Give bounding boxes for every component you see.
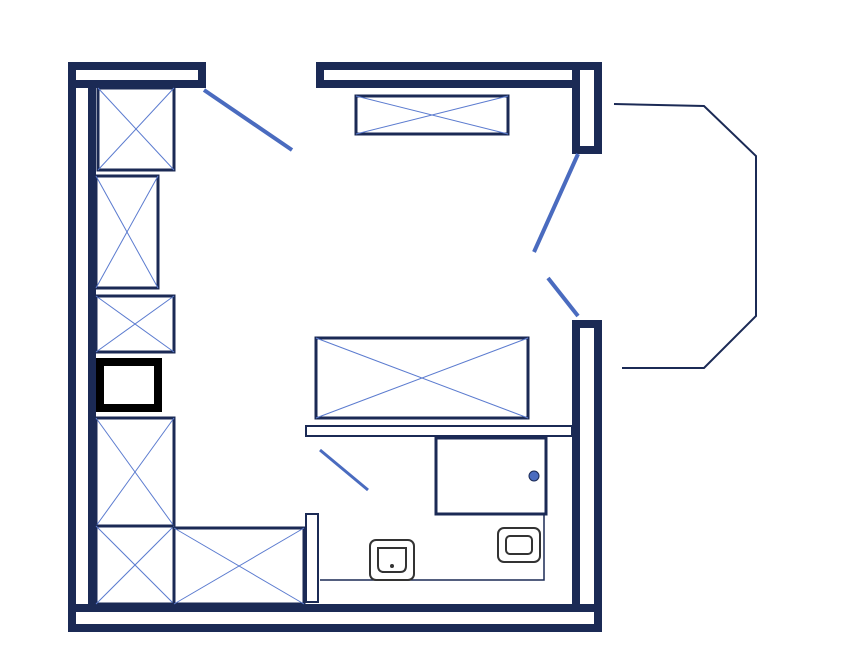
outer-walls xyxy=(68,62,602,632)
kitchen-cabinet-1 xyxy=(96,86,176,172)
kitchen-counter-bottom xyxy=(172,526,306,606)
kitchen-cabinet-4 xyxy=(94,416,176,528)
bathroom-door[interactable] xyxy=(319,448,369,492)
bathroom-partition-top xyxy=(305,425,573,437)
kitchen-cabinet-5 xyxy=(94,524,176,606)
wall-cabinet-top xyxy=(354,94,510,136)
balcony-door-upper[interactable] xyxy=(532,153,580,253)
shower-tray xyxy=(434,436,548,516)
bathroom xyxy=(305,425,573,603)
sink xyxy=(497,527,541,563)
bed-or-table xyxy=(314,336,530,420)
toilet xyxy=(369,539,415,581)
doors xyxy=(202,88,580,492)
drain-icon xyxy=(528,470,540,482)
bathroom-partition-left xyxy=(305,513,319,603)
kitchen-cabinets xyxy=(94,86,306,606)
entrance-door[interactable] xyxy=(202,88,294,152)
bay-window-annex xyxy=(613,103,757,369)
oven xyxy=(96,358,162,412)
kitchen-cabinet-2 xyxy=(94,174,160,290)
kitchen-cabinet-3 xyxy=(94,294,176,354)
balcony-door-lower[interactable] xyxy=(546,276,580,318)
